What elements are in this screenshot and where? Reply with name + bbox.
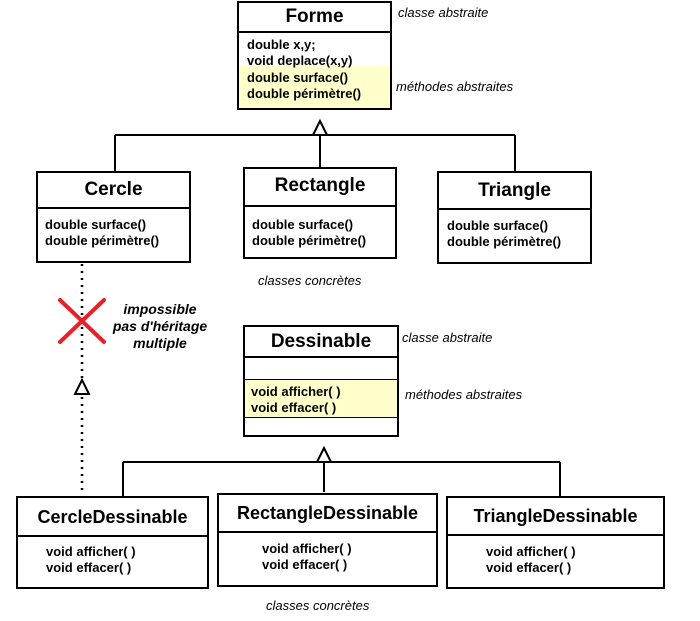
class-triangledessinable: TriangleDessinable void afficher( ) void… <box>446 496 665 589</box>
cercle-method-surface: double surface() <box>45 217 147 232</box>
concrete-classes-note-top: classes concrètes <box>258 273 362 288</box>
class-triangledessinable-title: TriangleDessinable <box>448 498 663 536</box>
rectangle-method-surface: double surface() <box>252 217 354 232</box>
class-triangle-title: Triangle <box>439 173 590 210</box>
impossible-arrow-head <box>73 377 91 395</box>
cercle-method-perimetre: double périmètre() <box>45 233 160 248</box>
forme-abstract-note: classe abstraite <box>398 5 489 20</box>
class-dessinable: Dessinable void afficher( ) void effacer… <box>243 325 399 437</box>
red-cross-icon <box>58 298 106 344</box>
class-cercle: Cercle double surface() double périmètre… <box>36 171 191 263</box>
class-forme-title: Forme <box>239 3 390 33</box>
forme-method-perimetre: double périmètre() <box>247 86 362 101</box>
multiple-inheritance-warning: impossible pas d'héritage multiple <box>100 301 220 352</box>
warning-line-3: multiple <box>133 335 187 351</box>
class-cercledessinable: CercleDessinable void afficher( ) void e… <box>16 496 209 589</box>
triangle-method-perimetre: double périmètre() <box>447 234 562 249</box>
class-forme: Forme double x,y; void deplace(x,y) doub… <box>237 1 392 110</box>
cercledessinable-method-effacer: void effacer( ) <box>46 560 132 575</box>
triangledessinable-method-afficher: void afficher( ) <box>486 544 576 559</box>
warning-line-2: pas d'héritage <box>112 318 208 334</box>
dessinable-method-effacer: void effacer( ) <box>251 400 337 415</box>
forme-attr-xy: double x,y; <box>247 37 316 52</box>
class-dessinable-title: Dessinable <box>245 327 397 358</box>
dessinable-abstract-note: classe abstraite <box>402 330 493 345</box>
dessinable-methods-note: méthodes abstraites <box>405 387 523 402</box>
class-triangle: Triangle double surface() double périmèt… <box>437 171 592 264</box>
class-rectangledessinable: RectangleDessinable void afficher( ) voi… <box>217 493 438 587</box>
concrete-classes-note-bottom: classes concrètes <box>266 598 370 613</box>
forme-method-surface: double surface() <box>247 70 349 85</box>
rectangledessinable-method-effacer: void effacer( ) <box>262 557 348 572</box>
cercledessinable-method-afficher: void afficher( ) <box>46 544 136 559</box>
rectangledessinable-method-afficher: void afficher( ) <box>262 541 352 556</box>
class-cercledessinable-title: CercleDessinable <box>18 498 207 537</box>
forme-inheritance-arrow <box>311 118 329 136</box>
forme-methods-note: méthodes abstraites <box>396 79 514 94</box>
class-rectangle-title: Rectangle <box>245 169 395 207</box>
dessinable-method-afficher: void afficher( ) <box>251 384 341 399</box>
rectangle-method-perimetre: double périmètre() <box>252 233 367 248</box>
class-cercle-title: Cercle <box>38 173 189 209</box>
warning-line-1: impossible <box>123 301 197 317</box>
class-rectangledessinable-title: RectangleDessinable <box>219 495 436 533</box>
class-rectangle: Rectangle double surface() double périmè… <box>243 167 397 259</box>
triangledessinable-method-effacer: void effacer( ) <box>486 560 572 575</box>
triangle-method-surface: double surface() <box>447 218 549 233</box>
forme-method-deplace: void deplace(x,y) <box>247 53 353 68</box>
dessinable-inheritance-arrow <box>315 445 333 463</box>
